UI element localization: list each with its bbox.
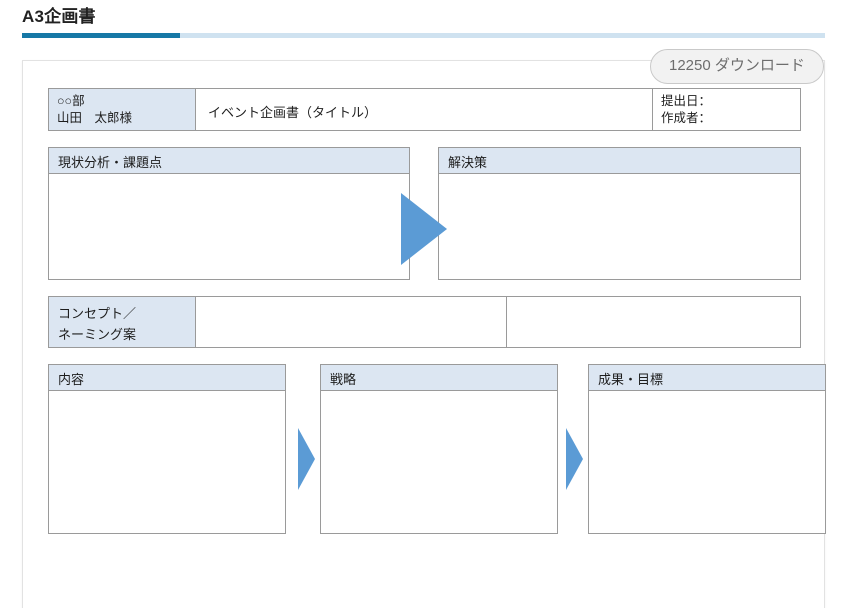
- panel-strategy-label: 戦略: [330, 372, 357, 387]
- panel-content-label: 内容: [58, 372, 85, 387]
- title-underline-accent: [22, 33, 180, 38]
- concept-label-cell: コンセプト／ ネーミング案: [48, 296, 196, 348]
- arrow-right-icon-small-1: [298, 428, 315, 490]
- panel-results: 成果・目標: [588, 364, 826, 534]
- panel-solution-label: 解決策: [448, 155, 488, 170]
- header-meta-cell: 提出日： 作成者：: [652, 88, 801, 131]
- document-sheet: ○○部 山田 太郎様 イベント企画書（タイトル） 提出日： 作成者：: [48, 88, 826, 608]
- panel-solution-band: 解決策: [439, 148, 800, 174]
- page-title: A3企画書: [22, 7, 96, 26]
- panel-results-band: 成果・目標: [589, 365, 825, 391]
- document-header-table: ○○部 山田 太郎様 イベント企画書（タイトル） 提出日： 作成者：: [48, 88, 801, 131]
- concept-label-line-1: コンセプト／: [58, 306, 137, 321]
- recipient-line-1: ○○部: [57, 94, 85, 108]
- header-meta-text: 提出日： 作成者：: [661, 93, 711, 127]
- meta-line-submitdate: 提出日：: [661, 94, 712, 108]
- concept-label-text: コンセプト／ ネーミング案: [58, 303, 136, 345]
- title-underline: [22, 33, 825, 38]
- concept-label-line-2: ネーミング案: [58, 327, 137, 342]
- panel-solution: 解決策: [438, 147, 801, 280]
- panel-results-label: 成果・目標: [598, 372, 664, 387]
- concept-value-cell-left: [195, 296, 507, 348]
- arrow-right-icon-large: [401, 193, 447, 265]
- panel-content-band: 内容: [49, 365, 285, 391]
- concept-row: コンセプト／ ネーミング案: [48, 296, 801, 348]
- panel-strategy: 戦略: [320, 364, 558, 534]
- document-preview-card[interactable]: ○○部 山田 太郎様 イベント企画書（タイトル） 提出日： 作成者：: [22, 60, 826, 608]
- panel-content: 内容: [48, 364, 286, 534]
- header-recipient-cell: ○○部 山田 太郎様: [48, 88, 196, 131]
- arrow-right-icon-small-2: [566, 428, 583, 490]
- download-count-badge: 12250 ダウンロード: [650, 49, 824, 84]
- concept-value-cell-right: [506, 296, 801, 348]
- panel-current-analysis-band: 現状分析・課題点: [49, 148, 409, 174]
- panel-strategy-band: 戦略: [321, 365, 557, 391]
- meta-line-author: 作成者：: [661, 111, 712, 125]
- document-title-text: イベント企画書（タイトル）: [208, 105, 378, 120]
- panel-current-analysis: 現状分析・課題点: [48, 147, 410, 280]
- recipient-line-2: 山田 太郎様: [57, 111, 133, 125]
- header-recipient-text: ○○部 山田 太郎様: [57, 93, 132, 127]
- header-title-cell: イベント企画書（タイトル）: [195, 88, 653, 131]
- panel-current-analysis-label: 現状分析・課題点: [58, 155, 163, 170]
